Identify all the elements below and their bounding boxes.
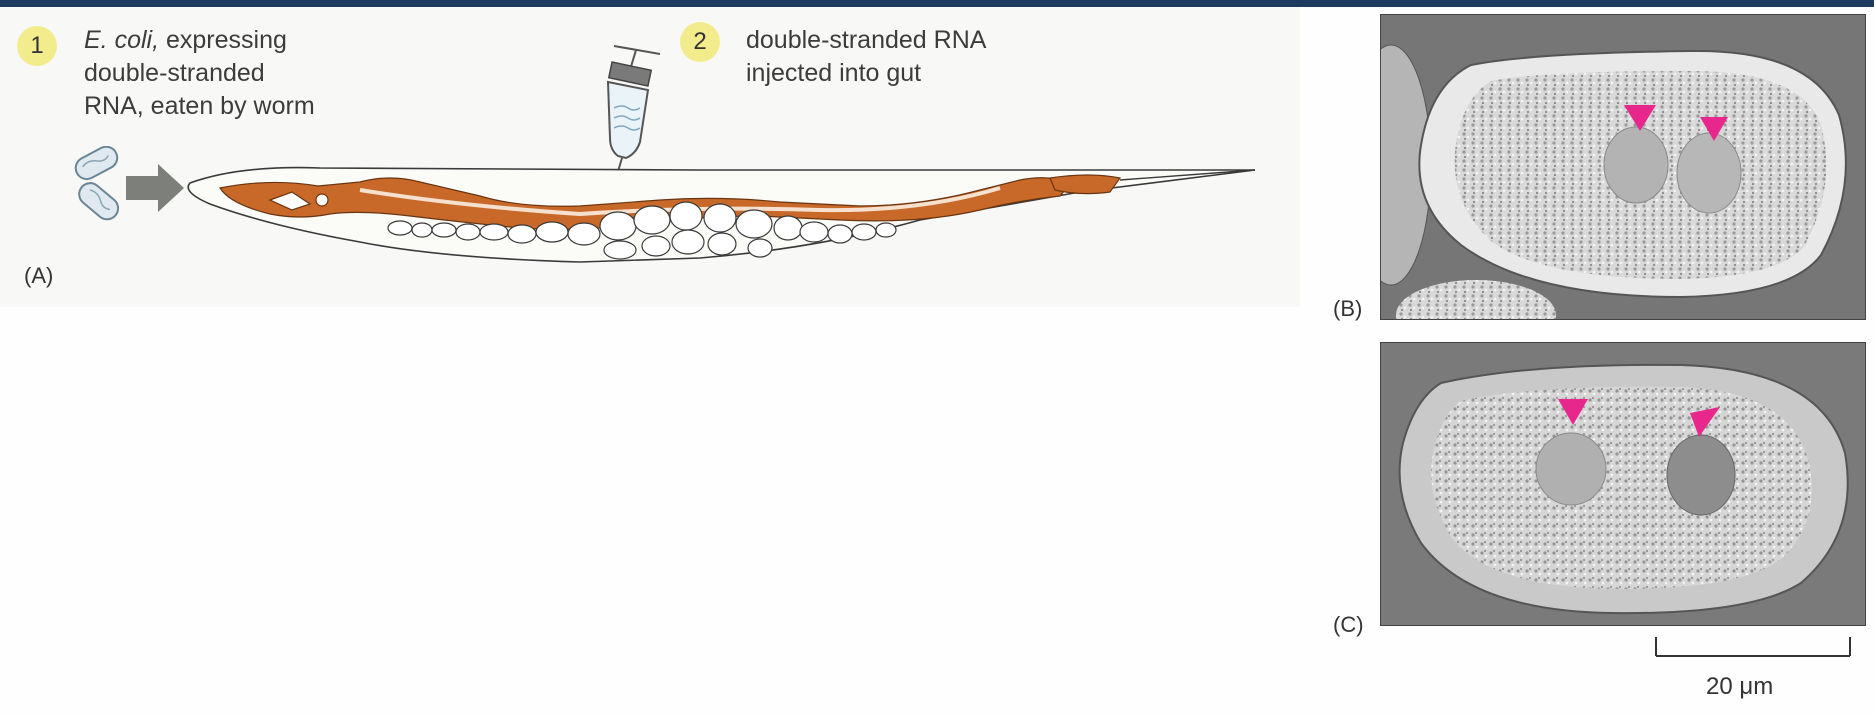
panel-c-label: (C) bbox=[1333, 612, 1364, 638]
header-bar bbox=[0, 0, 1874, 7]
step-1-badge: 1 bbox=[17, 26, 57, 66]
worm-illustration bbox=[60, 20, 1280, 290]
panel-b-label: (B) bbox=[1333, 296, 1362, 322]
panel-a-label: (A) bbox=[24, 263, 53, 289]
scale-bar-label: 20 μm bbox=[1706, 673, 1773, 701]
panel-b-micrograph bbox=[1380, 14, 1866, 320]
panel-c-micrograph bbox=[1380, 342, 1866, 626]
scale-bar bbox=[1655, 636, 1851, 658]
